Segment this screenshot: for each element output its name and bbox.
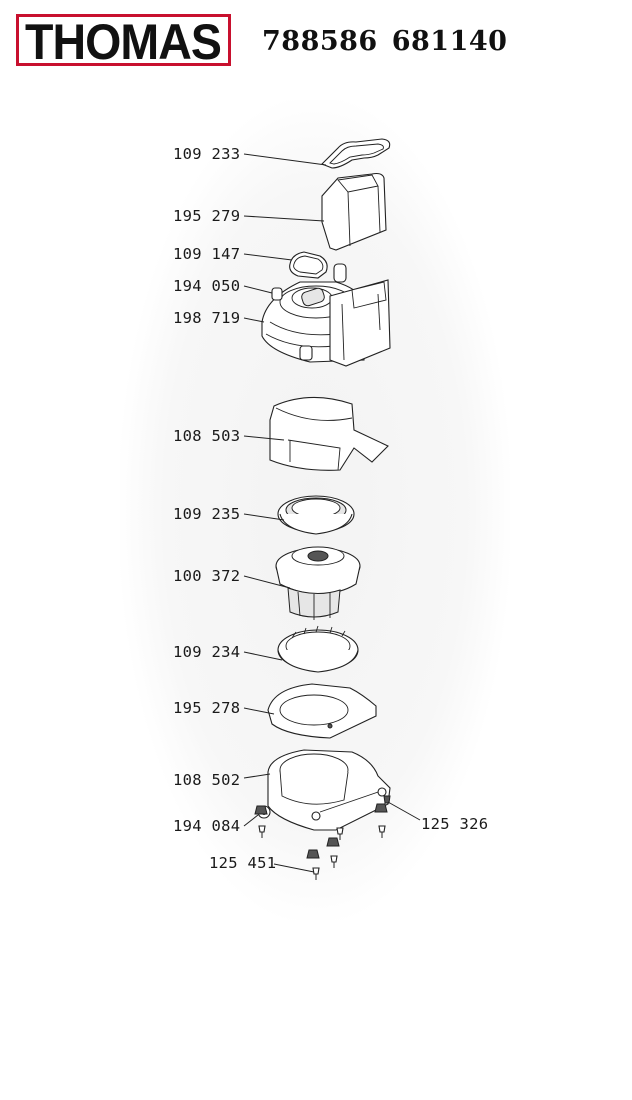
part-duct-195279 xyxy=(321,172,387,251)
part-gasket-109233 xyxy=(321,138,391,169)
part-label-109147: 109 147 xyxy=(173,245,241,263)
part-label-194084: 194 084 xyxy=(173,817,241,835)
part-motor-100372 xyxy=(275,546,361,620)
part-housing-108502 xyxy=(257,749,391,831)
part-ring-gasket-109235 xyxy=(277,495,355,535)
part-label-195279: 195 279 xyxy=(173,207,241,225)
part-fasteners xyxy=(254,795,391,880)
part-seal-109147 xyxy=(289,251,328,279)
thomas-logo: THOMAS xyxy=(16,14,231,66)
part-label-100372: 100 372 xyxy=(173,567,241,585)
part-label-125451: 125 451 xyxy=(209,854,277,872)
part-seal-ring-109234 xyxy=(277,625,359,673)
part-label-194050: 194 050 xyxy=(173,277,241,295)
part-label-109233: 109 233 xyxy=(173,145,241,163)
part-baffle-108503 xyxy=(269,396,389,471)
part-label-198719: 198 719 xyxy=(173,309,241,327)
logo-wordmark: THOMAS xyxy=(25,14,221,66)
header-codes: 788586 681140 xyxy=(262,26,507,57)
part-motor-cover-198719 xyxy=(261,263,391,367)
part-label-195278: 195 278 xyxy=(173,699,241,717)
part-label-125326: 125 326 xyxy=(421,815,489,833)
part-flat-gasket-195278 xyxy=(267,683,377,739)
leader-lines xyxy=(243,153,421,873)
part-label-108502: 108 502 xyxy=(173,771,241,789)
part-label-109235: 109 235 xyxy=(173,505,241,523)
header-code-1: 788586 xyxy=(262,26,378,57)
part-label-109234: 109 234 xyxy=(173,643,241,661)
header-code-2: 681140 xyxy=(391,26,508,57)
part-label-108503: 108 503 xyxy=(173,427,241,445)
